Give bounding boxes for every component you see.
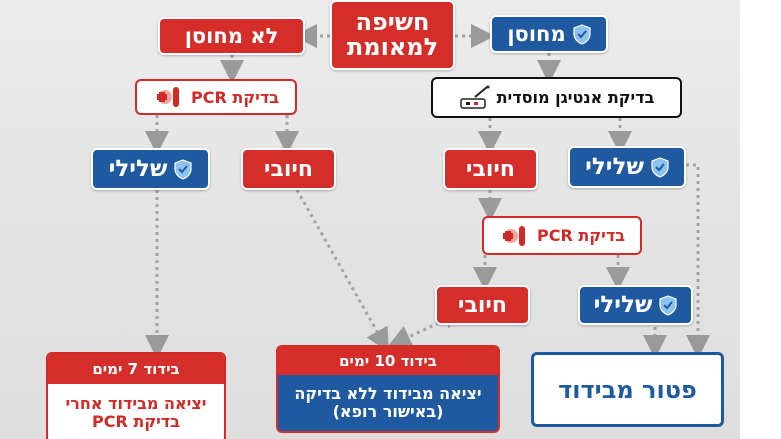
flowchart: חשיפה למאומת לא מחוסן מחוסן בדיקת PCR בד… — [0, 0, 740, 439]
pcr-test-node-left: בדיקת PCR — [135, 79, 297, 115]
isolation-10-days-body: יציאה מבידוד ללא בדיקה (באישור רופא) — [294, 383, 482, 421]
antigen-test-kit-icon — [459, 85, 490, 109]
shield-icon — [573, 23, 591, 45]
isolation-10-days-box: בידוד 10 ימים יציאה מבידוד ללא בדיקה (בא… — [276, 345, 500, 433]
unvaccinated-node: לא מחוסן — [158, 17, 305, 55]
test-tube-icon — [157, 87, 180, 107]
exempt-from-isolation-box: פטור מבידוד — [531, 352, 724, 427]
negative-antigen-node: שלילי — [568, 146, 686, 188]
positive-pcr-node-right: חיובי — [435, 285, 530, 325]
shield-icon — [174, 158, 193, 180]
negative-pcr-node-right: שלילי — [578, 285, 693, 325]
positive-node-left: חיובי — [241, 148, 336, 190]
exposure-node: חשיפה למאומת — [330, 0, 455, 70]
antigen-test-node: בדיקת אנטיגן מוסדית — [431, 77, 682, 118]
isolation-7-days-title: בידוד 7 ימים — [48, 354, 224, 384]
shield-icon — [659, 294, 678, 316]
isolation-7-days-box: בידוד 7 ימים יציאה מבידוד אחרי בדיקת PCR — [46, 352, 226, 439]
shield-icon — [651, 156, 669, 178]
pcr-test-node-right: בדיקת PCR — [482, 216, 642, 255]
isolation-7-days-body: יציאה מבידוד אחרי בדיקת PCR — [65, 393, 207, 431]
right-edge-strip — [740, 0, 781, 439]
negative-node-left: שלילי — [91, 148, 210, 190]
test-tube-icon — [503, 225, 526, 246]
positive-antigen-node: חיובי — [443, 148, 538, 190]
isolation-10-days-title: בידוד 10 ימים — [278, 347, 498, 375]
vaccinated-node: מחוסן — [490, 15, 608, 53]
